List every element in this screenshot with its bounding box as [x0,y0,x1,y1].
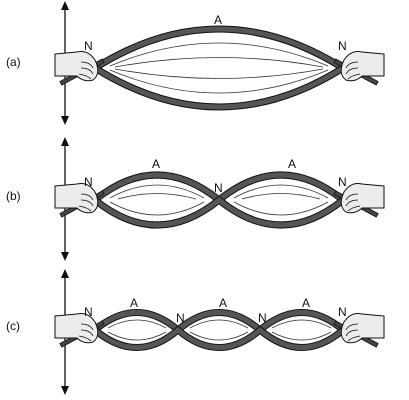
node-label: N [214,181,223,195]
panel-c: (c) N N N N A A [6,269,385,395]
right-hand [333,312,385,348]
node-label: N [84,305,93,319]
left-hand [54,182,105,218]
standing-wave-b [91,171,347,229]
antinode-label: A [130,296,138,310]
panel-label-b: (b) [6,189,21,203]
node-label: N [338,175,347,189]
antinode-label: A [152,157,160,171]
left-hand [54,312,105,348]
node-label: N [176,311,185,325]
standing-wave-c [91,309,347,351]
right-hand [333,182,385,218]
node-label: N [84,175,93,189]
antinode-label: A [219,296,227,310]
antinode-label: A [214,13,222,27]
antinode-label: A [288,157,296,171]
left-hand [54,50,105,86]
node-label: N [84,39,93,53]
right-hand [333,50,385,86]
panel-label-a: (a) [6,55,21,69]
antinode-label: A [302,296,310,310]
panel-b: (b) N N N A A [6,137,385,261]
node-label: N [338,305,347,319]
node-label: N [258,311,267,325]
node-label: N [338,39,347,53]
panel-label-c: (c) [6,319,20,333]
standing-wave-a [91,25,347,111]
panel-a: (a) N N A [6,1,385,125]
